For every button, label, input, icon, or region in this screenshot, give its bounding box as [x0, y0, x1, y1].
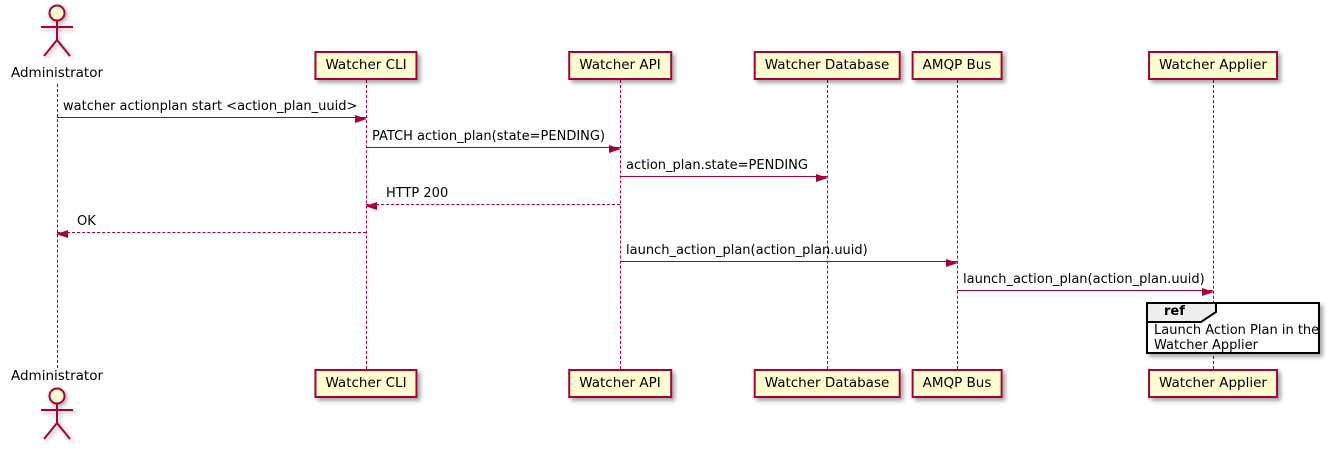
arrowhead-right-icon — [946, 259, 958, 267]
message-label: launch_action_plan(action_plan.uuid) — [626, 243, 868, 258]
message-label: action_plan.state=PENDING — [626, 158, 808, 173]
message-2-patch-action-plan: PATCH action_plan(state=PENDING) — [366, 129, 621, 153]
actor-label-bottom: Administrator — [10, 368, 104, 384]
arrowhead-left-icon — [56, 230, 68, 238]
message-line — [57, 117, 366, 118]
lifeline-watcher-cli — [366, 80, 367, 369]
arrowhead-left-icon — [365, 202, 377, 210]
message-3-state-pending: action_plan.state=PENDING — [620, 158, 828, 182]
participant-watcher-api-bottom: Watcher API — [568, 369, 672, 398]
participant-watcher-applier-bottom: Watcher Applier — [1148, 369, 1278, 398]
participant-watcher-database-top: Watcher Database — [753, 51, 901, 80]
ref-text-line2: Watcher Applier — [1154, 338, 1258, 353]
message-line — [57, 232, 366, 233]
ref-keyword: ref — [1164, 304, 1185, 319]
ref-fragment: ref Launch Action Plan in the Watcher Ap… — [1146, 302, 1320, 354]
message-line — [620, 261, 957, 262]
lifeline-watcher-database — [827, 80, 828, 369]
message-label: watcher actionplan start <action_plan_uu… — [63, 99, 358, 114]
arrowhead-right-icon — [355, 115, 367, 123]
lifeline-amqp-bus — [957, 80, 958, 369]
message-line — [366, 204, 620, 205]
ref-tab-icon — [1146, 302, 1217, 323]
participant-watcher-database-bottom: Watcher Database — [753, 369, 901, 398]
lifeline-watcher-applier — [1213, 80, 1214, 369]
message-7-launch-action-plan: launch_action_plan(action_plan.uuid) — [957, 272, 1214, 296]
participant-watcher-api-top: Watcher API — [568, 51, 672, 80]
arrowhead-right-icon — [609, 145, 621, 153]
message-5-ok: OK — [56, 214, 366, 238]
ref-text-line1: Launch Action Plan in the — [1154, 323, 1320, 338]
actor-label-top: Administrator — [10, 65, 104, 81]
arrowhead-right-icon — [816, 174, 828, 182]
participant-watcher-cli-bottom: Watcher CLI — [314, 369, 418, 398]
message-4-http-200: HTTP 200 — [365, 186, 620, 210]
lifeline-watcher-api — [620, 80, 621, 369]
actor-icon — [41, 4, 73, 57]
lifeline-administrator — [57, 84, 58, 368]
message-label: OK — [77, 214, 96, 229]
actor-icon — [41, 387, 73, 440]
message-label: HTTP 200 — [386, 186, 449, 201]
message-label: launch_action_plan(action_plan.uuid) — [963, 272, 1205, 287]
message-label: PATCH action_plan(state=PENDING) — [372, 129, 606, 144]
message-1-actionplan-start: watcher actionplan start <action_plan_uu… — [57, 99, 367, 123]
arrowhead-right-icon — [1202, 288, 1214, 296]
message-line — [620, 176, 827, 177]
message-line — [366, 147, 620, 148]
message-line — [957, 290, 1213, 291]
participant-amqp-bus-top: AMQP Bus — [911, 51, 1003, 80]
participant-amqp-bus-bottom: AMQP Bus — [911, 369, 1003, 398]
participant-watcher-applier-top: Watcher Applier — [1148, 51, 1278, 80]
participant-watcher-cli-top: Watcher CLI — [314, 51, 418, 80]
message-6-launch-action-plan: launch_action_plan(action_plan.uuid) — [620, 243, 958, 267]
